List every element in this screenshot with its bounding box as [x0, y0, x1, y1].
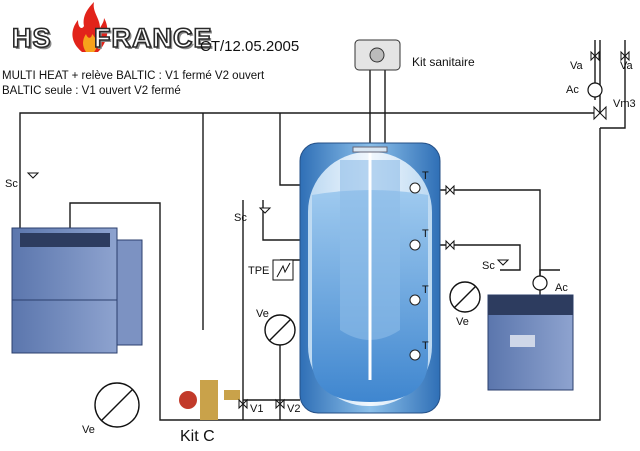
safety-valve-right: [496, 259, 510, 266]
valve-v1: [238, 398, 248, 410]
label-va-right: Va: [620, 60, 633, 72]
label-sc-left: Sc: [5, 178, 18, 190]
label-ve-mid: Ve: [256, 308, 269, 320]
pipe-tank-top: [279, 113, 300, 186]
label-v1: V1: [250, 403, 264, 415]
note-line-2: BALTIC seule : V1 ouvert V2 fermé: [2, 85, 181, 97]
label-sc-right: Sc: [482, 260, 495, 272]
label-kit-sanitaire: Kit sanitaire: [412, 55, 475, 69]
oil-boiler: [487, 294, 574, 391]
label-ve-left: Ve: [82, 424, 95, 436]
pump-top: [587, 82, 603, 98]
label-ac-top: Ac: [566, 84, 579, 96]
logo-hs: HS: [11, 22, 52, 54]
label-vm3: Vm3: [613, 98, 636, 110]
label-tpe: TPE: [248, 265, 270, 277]
label-ve-right: Ve: [456, 316, 469, 328]
valve-va-right: [620, 50, 630, 62]
pipe-top-loop: [19, 40, 601, 228]
label-t1: T: [422, 170, 429, 182]
label-ac-right: Ac: [555, 282, 568, 294]
wood-boiler: [11, 227, 143, 354]
pipe-sc-mid: [262, 200, 300, 241]
safety-valve-left: [26, 172, 40, 179]
storage-tank: [299, 142, 441, 414]
flame-icon: [72, 2, 108, 52]
logo: HS FRANCE: [11, 2, 212, 56]
safety-valve-mid: [258, 207, 272, 214]
label-t2: T: [422, 228, 429, 240]
label-t4: T: [422, 340, 429, 352]
reference: CT/12.05.2005: [200, 38, 300, 55]
label-v2: V2: [287, 403, 301, 415]
kit-c-icon: [179, 380, 240, 420]
valve-v2: [275, 398, 285, 410]
pipe-bottom-loop: [69, 128, 601, 421]
note-line-1: MULTI HEAT + relève BALTIC : V1 fermé V2…: [2, 70, 265, 82]
label-sc-mid: Sc: [234, 212, 247, 224]
pipes: [19, 40, 626, 421]
valve-va-left: [590, 50, 600, 62]
label-va-left: Va: [570, 60, 583, 72]
pump-right: [532, 275, 548, 291]
label-kit-c: Kit C: [180, 428, 215, 445]
logo-france: FRANCE: [93, 22, 213, 54]
kit-sanitaire-icon: [354, 39, 401, 71]
pipe-right-2: [440, 244, 521, 271]
valve-vm3: [593, 105, 607, 121]
label-t3: T: [422, 284, 429, 296]
